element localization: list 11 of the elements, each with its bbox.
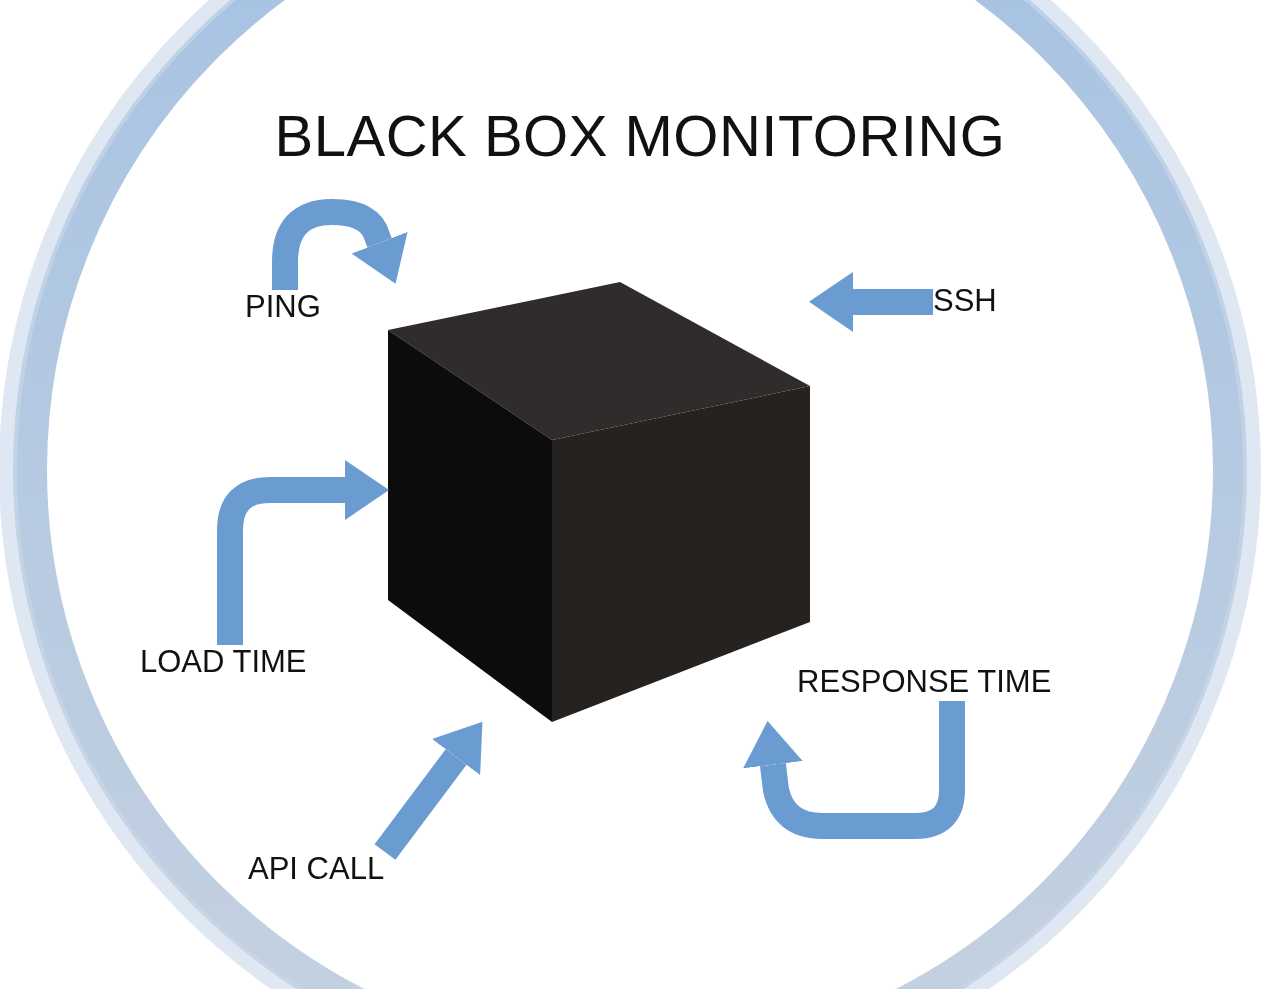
node-label: RESPONSE TIME (797, 665, 1052, 700)
arrow (374, 721, 483, 860)
arrow (809, 271, 933, 332)
arrow (217, 460, 389, 645)
arrow (743, 701, 965, 839)
node-label: API CALL (248, 852, 385, 887)
node-label: LOAD TIME (140, 645, 307, 680)
node-label: SSH (933, 284, 997, 319)
node-label: PING (245, 290, 321, 325)
diagram-title: BLACK BOX MONITORING (274, 104, 1006, 168)
arrow (272, 199, 408, 290)
